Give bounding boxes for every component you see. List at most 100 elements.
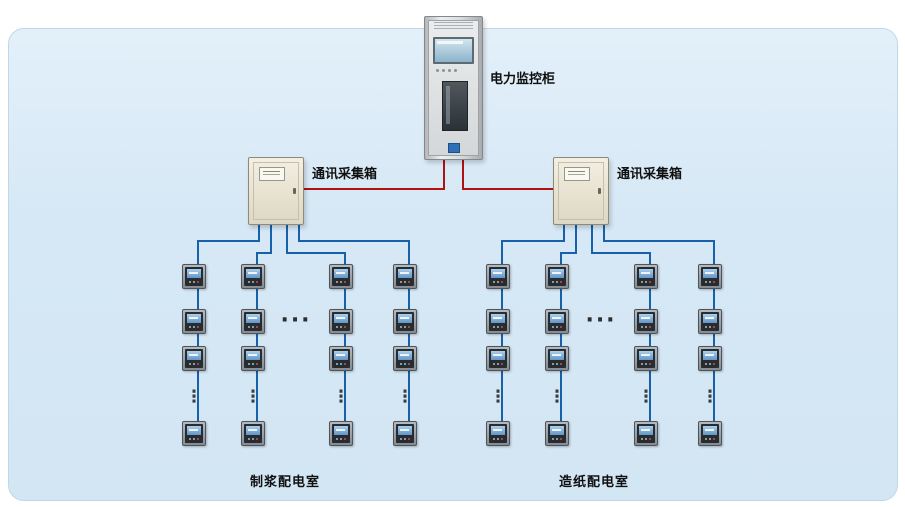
meter-face xyxy=(637,312,655,331)
power-meter xyxy=(241,421,265,446)
collector-box-left xyxy=(248,157,304,225)
meter-face xyxy=(332,349,350,368)
meter-lcd-screen xyxy=(398,426,412,435)
collector-left-label: 通讯采集箱 xyxy=(312,166,378,181)
column-bus-wire xyxy=(408,240,410,438)
collector-nameplate xyxy=(564,167,590,181)
power-meter xyxy=(545,309,569,334)
horizontal-ellipsis: ··· xyxy=(280,308,312,333)
power-meter xyxy=(182,421,206,446)
power-meter xyxy=(545,346,569,371)
meter-lcd-screen xyxy=(334,351,348,360)
meter-buttons xyxy=(335,326,347,329)
meter-face xyxy=(396,312,414,331)
meter-buttons xyxy=(551,326,563,329)
meter-buttons xyxy=(399,326,411,329)
meter-buttons xyxy=(335,281,347,284)
branch-wire xyxy=(591,252,651,254)
meter-buttons xyxy=(335,363,347,366)
column-bus-wire xyxy=(197,240,199,438)
meter-buttons xyxy=(492,281,504,284)
meter-buttons xyxy=(640,326,652,329)
meter-lcd-screen xyxy=(246,269,260,278)
meter-face xyxy=(396,349,414,368)
meter-face xyxy=(701,312,719,331)
column-bus-wire xyxy=(713,240,715,438)
meter-buttons xyxy=(399,363,411,366)
meter-face xyxy=(332,424,350,443)
power-meter xyxy=(182,346,206,371)
cabinet-collector-wire xyxy=(462,188,559,190)
meter-face xyxy=(701,424,719,443)
power-meter xyxy=(698,264,722,289)
power-meter xyxy=(486,264,510,289)
meter-lcd-screen xyxy=(187,314,201,323)
meter-buttons xyxy=(188,363,200,366)
meter-face xyxy=(637,349,655,368)
power-meter xyxy=(182,309,206,334)
meter-buttons xyxy=(247,281,259,284)
meter-face xyxy=(548,312,566,331)
collector-drop-wire xyxy=(563,221,565,242)
power-meter xyxy=(545,264,569,289)
meter-lcd-screen xyxy=(491,351,505,360)
collector-drop-wire xyxy=(270,221,272,254)
meter-face xyxy=(185,349,203,368)
meter-lcd-screen xyxy=(334,269,348,278)
room-right-label: 造纸配电室 xyxy=(558,474,630,489)
meter-lcd-screen xyxy=(550,269,564,278)
meter-face xyxy=(244,349,262,368)
power-meter xyxy=(634,346,658,371)
branch-wire xyxy=(603,240,715,242)
vertical-ellipsis: ⋮ xyxy=(332,387,350,407)
collector-drop-wire xyxy=(258,221,260,242)
power-meter xyxy=(241,346,265,371)
power-meter xyxy=(545,421,569,446)
meter-buttons xyxy=(704,326,716,329)
column-bus-wire xyxy=(560,252,562,438)
vertical-ellipsis: ⋮ xyxy=(637,387,655,407)
power-meter xyxy=(329,264,353,289)
branch-wire xyxy=(560,252,577,254)
branch-wire xyxy=(298,240,410,242)
meter-face xyxy=(396,424,414,443)
vertical-ellipsis: ⋮ xyxy=(396,387,414,407)
meter-face xyxy=(637,267,655,286)
meter-lcd-screen xyxy=(398,269,412,278)
collector-drop-wire xyxy=(603,221,605,242)
collector-drop-wire xyxy=(591,221,593,254)
meter-face xyxy=(489,312,507,331)
meter-lcd-screen xyxy=(398,351,412,360)
meter-face xyxy=(185,424,203,443)
meter-buttons xyxy=(551,281,563,284)
meter-face xyxy=(701,349,719,368)
meter-face xyxy=(548,424,566,443)
cabinet-logo xyxy=(447,143,460,153)
meter-face xyxy=(244,312,262,331)
meter-face xyxy=(332,312,350,331)
meter-lcd-screen xyxy=(246,314,260,323)
branch-wire xyxy=(197,240,260,242)
power-meter xyxy=(486,346,510,371)
meter-lcd-screen xyxy=(703,351,717,360)
meter-lcd-screen xyxy=(334,314,348,323)
meter-buttons xyxy=(247,326,259,329)
meter-lcd-screen xyxy=(703,314,717,323)
column-bus-wire xyxy=(256,252,258,438)
meter-lcd-screen xyxy=(639,269,653,278)
meter-lcd-screen xyxy=(398,314,412,323)
power-meter xyxy=(634,264,658,289)
room-left-label: 制浆配电室 xyxy=(249,474,321,489)
meter-lcd-screen xyxy=(187,269,201,278)
meter-lcd-screen xyxy=(187,426,201,435)
meter-buttons xyxy=(551,363,563,366)
meter-face xyxy=(489,424,507,443)
meter-buttons xyxy=(399,281,411,284)
meter-lcd-screen xyxy=(550,314,564,323)
meter-lcd-screen xyxy=(491,426,505,435)
meter-face xyxy=(489,267,507,286)
cabinet-buttons xyxy=(436,69,457,73)
collector-drop-wire xyxy=(286,221,288,254)
meter-face xyxy=(489,349,507,368)
collector-right-label: 通讯采集箱 xyxy=(617,166,683,181)
